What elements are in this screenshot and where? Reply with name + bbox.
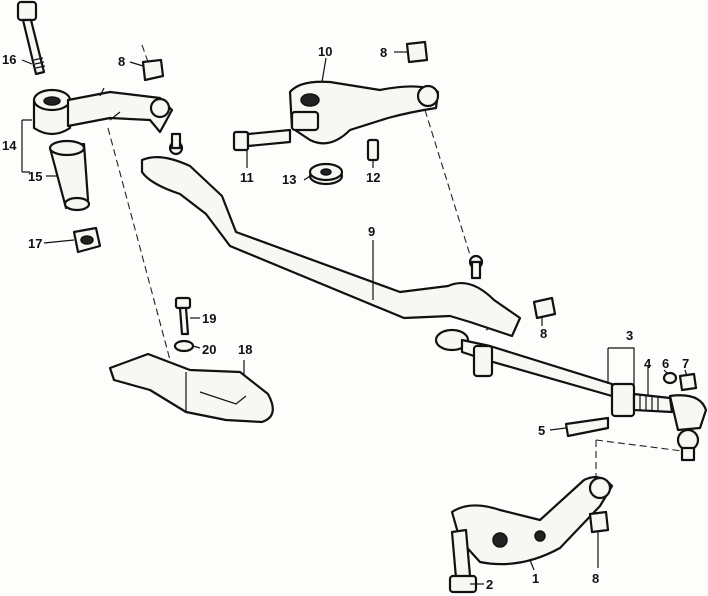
label-15: 15: [28, 169, 42, 184]
label-1: 1: [532, 571, 539, 586]
label-19: 19: [202, 311, 216, 326]
steering-arm-1: [450, 475, 614, 566]
washer-20: [173, 339, 195, 353]
leader-lines: [21, 51, 688, 585]
splash-shield-18: [108, 352, 274, 424]
pin-12: [366, 138, 380, 162]
label-18: 18: [238, 342, 252, 357]
label-5: 5: [538, 423, 545, 438]
pin-7: [678, 372, 698, 392]
label-8-top-left: 8: [118, 54, 125, 69]
bushing-housing-14: [32, 88, 72, 136]
label-8-top-right: 8: [380, 45, 387, 60]
bolt-19: [174, 296, 192, 336]
label-9: 9: [368, 224, 375, 239]
bolt-16: [16, 0, 46, 76]
label-10: 10: [318, 44, 332, 59]
bushing-15: [48, 139, 91, 212]
part-labels: 16 14 15 17 8 10 8 11 13 12 9 8 3 4 6 7 …: [2, 44, 689, 592]
nut-8-top-left: [141, 58, 165, 82]
label-12: 12: [366, 170, 380, 185]
idler-arm-bracket: [66, 87, 174, 134]
label-8-center-right: 8: [540, 326, 547, 341]
washer-13: [308, 162, 344, 186]
label-13: 13: [282, 172, 296, 187]
label-16: 16: [2, 52, 16, 67]
label-11: 11: [240, 170, 254, 185]
nut-6: [662, 371, 678, 385]
nut-8-center-right: [532, 296, 557, 320]
label-17: 17: [28, 236, 42, 251]
label-20: 20: [202, 342, 216, 357]
tie-rod-3: [434, 328, 708, 462]
label-2: 2: [486, 577, 493, 592]
pitman-arm-10: [288, 80, 440, 145]
label-3: 3: [626, 328, 633, 343]
label-14: 14: [2, 138, 17, 153]
nut-8-bottom: [588, 510, 610, 534]
center-link-9: [140, 132, 522, 338]
bolt-11: [232, 128, 292, 152]
label-8-bottom: 8: [592, 571, 599, 586]
bolt-5: [564, 416, 610, 438]
nut-8-top-right: [405, 40, 429, 64]
nut-17: [72, 226, 102, 254]
label-7: 7: [682, 356, 689, 371]
label-4: 4: [644, 356, 652, 371]
label-6: 6: [662, 356, 669, 371]
